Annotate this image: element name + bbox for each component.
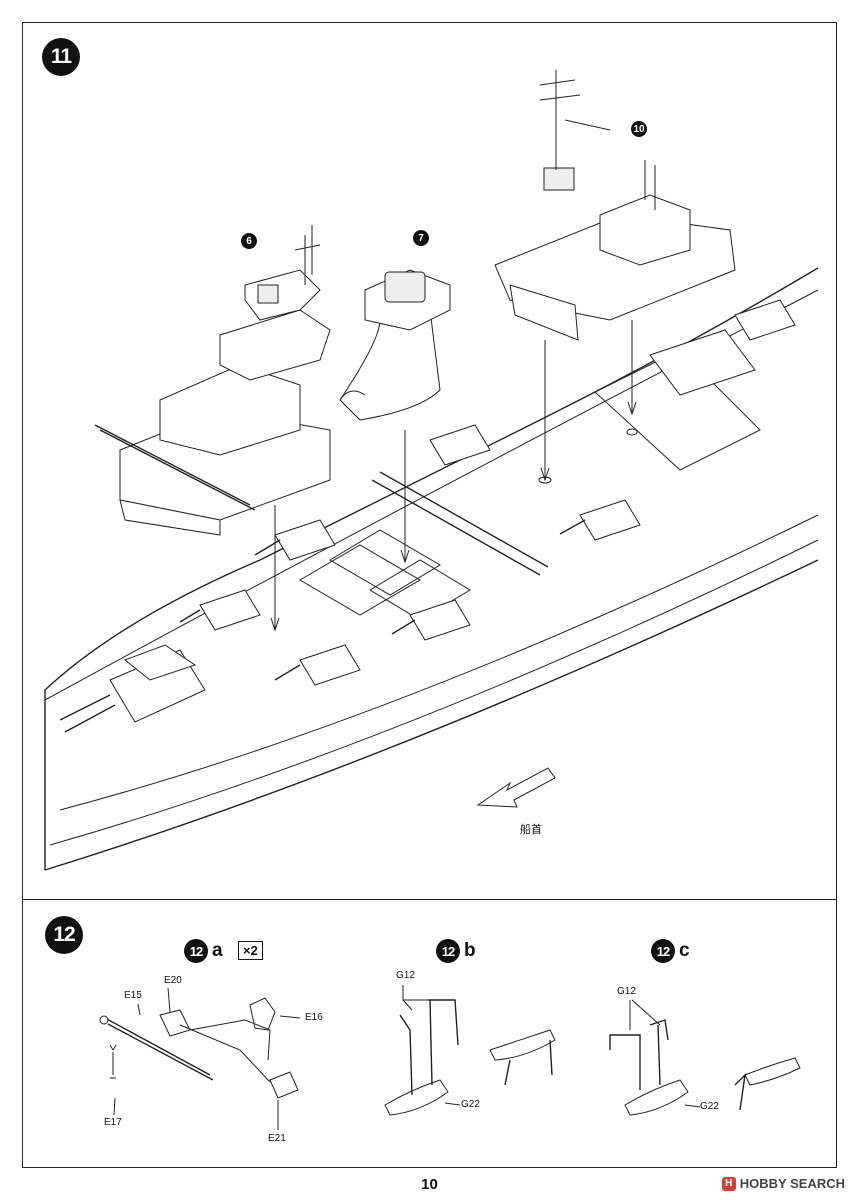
sub-step-12b-drawing bbox=[384, 985, 556, 1116]
part-label-e21: E21 bbox=[268, 1133, 286, 1144]
part-label-e16: E16 bbox=[305, 1012, 323, 1023]
step-12c-number: 12 bbox=[651, 939, 675, 963]
part-label-g22-b: G22 bbox=[461, 1099, 480, 1110]
sub-step-12a-drawing bbox=[99, 987, 301, 1130]
callout-7-badge: 7 bbox=[413, 230, 429, 246]
part-label-e20: E20 bbox=[164, 975, 182, 986]
step-12-panel bbox=[22, 900, 837, 1168]
part-label-e15: E15 bbox=[124, 990, 142, 1001]
step-12a-number: 12 bbox=[184, 939, 208, 963]
superstructure-10-drawing bbox=[494, 70, 736, 341]
superstructure-6-drawing bbox=[94, 225, 331, 536]
step-12c-badge: 12 c bbox=[651, 939, 690, 963]
callout-10-badge: 10 bbox=[631, 121, 647, 137]
callout-6-badge: 6 bbox=[241, 233, 257, 249]
part-label-g12-b: G12 bbox=[396, 970, 415, 981]
watermark: H HOBBY SEARCH bbox=[721, 1176, 845, 1191]
hobby-search-logo-icon: H bbox=[721, 1176, 736, 1191]
step-11-badge: 11 bbox=[42, 38, 80, 76]
step-12b-letter: b bbox=[464, 940, 476, 961]
page-number: 10 bbox=[421, 1176, 438, 1193]
step-12b-badge: 12 b bbox=[436, 939, 476, 963]
hull-drawing bbox=[44, 267, 819, 871]
step-12a-letter: a bbox=[212, 940, 223, 961]
part-label-g22-c: G22 bbox=[700, 1101, 719, 1112]
part-label-e17: E17 bbox=[104, 1117, 122, 1128]
watermark-text: HOBBY SEARCH bbox=[739, 1176, 845, 1191]
installation-arrows bbox=[270, 320, 638, 632]
quantity-multiplier: ×2 bbox=[238, 941, 263, 960]
bow-label: 船首 bbox=[520, 824, 542, 836]
step-12-badge: 12 bbox=[45, 916, 83, 954]
step-12c-letter: c bbox=[679, 940, 690, 961]
funnel-7-drawing bbox=[339, 269, 451, 421]
step-12a-badge: 12 a bbox=[184, 939, 223, 963]
sub-step-12c-drawing bbox=[609, 999, 801, 1116]
part-label-g12-c: G12 bbox=[617, 986, 636, 997]
step-12b-number: 12 bbox=[436, 939, 460, 963]
bow-direction-arrow bbox=[476, 767, 556, 808]
